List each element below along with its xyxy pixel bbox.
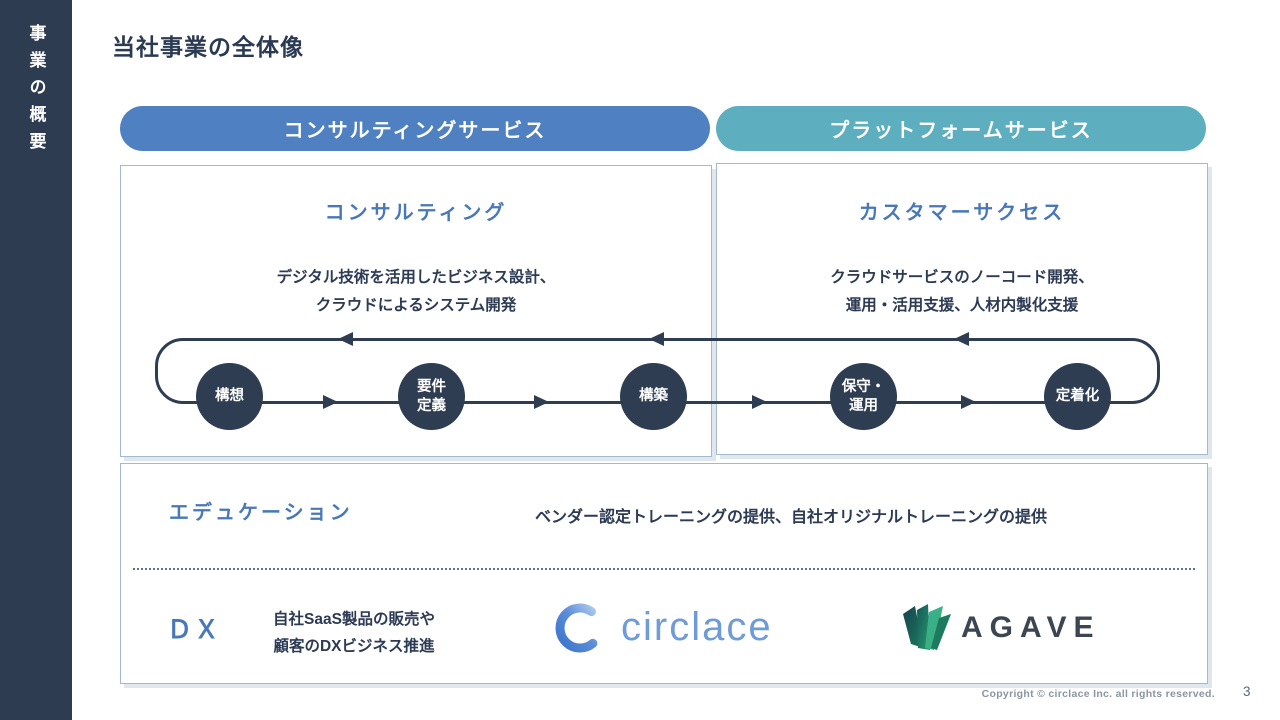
customer-success-panel-title: カスタマーサクセス bbox=[858, 202, 1066, 224]
consulting-service-header: コンサルティングサービス bbox=[120, 106, 710, 151]
section-sidebar: 事業の概要 bbox=[0, 0, 72, 720]
flow-arrow-right-icon bbox=[752, 395, 767, 409]
loop-arrow-left-icon bbox=[338, 332, 353, 346]
loop-arrow-left-icon bbox=[954, 332, 969, 346]
flow-arrow-right-icon bbox=[961, 395, 976, 409]
agave-logo: AGAVE bbox=[901, 600, 1131, 656]
dx-description: 自社SaaS製品の販売や 顧客のDXビジネス推進 bbox=[273, 611, 435, 656]
consulting-panel-title: コンサルティング bbox=[324, 202, 508, 224]
page-number: 3 bbox=[1243, 684, 1251, 699]
agave-leaves-icon bbox=[903, 604, 951, 650]
sidebar-section-label: 事業の概要 bbox=[26, 24, 46, 159]
copyright-text: Copyright © circlace Inc. all rights res… bbox=[981, 688, 1215, 700]
circlace-c-mark-icon bbox=[555, 603, 598, 653]
flow-arrow-right-icon bbox=[323, 395, 338, 409]
consulting-panel-description: デジタル技術を活用したビジネス設計、 クラウドによるシステム開発 bbox=[276, 269, 556, 314]
agave-logo-text: AGAVE bbox=[961, 611, 1101, 644]
circlace-logo-text: circlace bbox=[621, 605, 773, 649]
process-step-concept: 構想 bbox=[196, 363, 263, 430]
process-step-maintenance: 保守・ 運用 bbox=[830, 363, 897, 430]
process-step-adoption: 定着化 bbox=[1044, 363, 1111, 430]
education-title: エデュケーション bbox=[169, 502, 353, 524]
process-step-build: 構築 bbox=[620, 363, 687, 430]
loop-arrow-left-icon bbox=[649, 332, 664, 346]
process-step-requirements: 要件 定義 bbox=[398, 363, 465, 430]
dotted-divider bbox=[133, 568, 1195, 570]
customer-success-panel: カスタマーサクセス クラウドサービスのノーコード開発、 運用・活用支援、人材内製… bbox=[716, 163, 1208, 455]
page-title: 当社事業の全体像 bbox=[112, 34, 304, 60]
circlace-logo: circlace bbox=[551, 595, 801, 659]
customer-success-panel-description: クラウドサービスのノーコード開発、 運用・活用支援、人材内製化支援 bbox=[830, 269, 1094, 314]
dx-title: ＤＸ bbox=[167, 616, 222, 644]
platform-service-header: プラットフォームサービス bbox=[716, 106, 1206, 151]
education-description: ベンダー認定トレーニングの提供、自社オリジナルトレーニングの提供 bbox=[534, 509, 1047, 526]
flow-arrow-right-icon bbox=[534, 395, 549, 409]
education-dx-panel: エデュケーション ベンダー認定トレーニングの提供、自社オリジナルトレーニングの提… bbox=[120, 463, 1208, 684]
